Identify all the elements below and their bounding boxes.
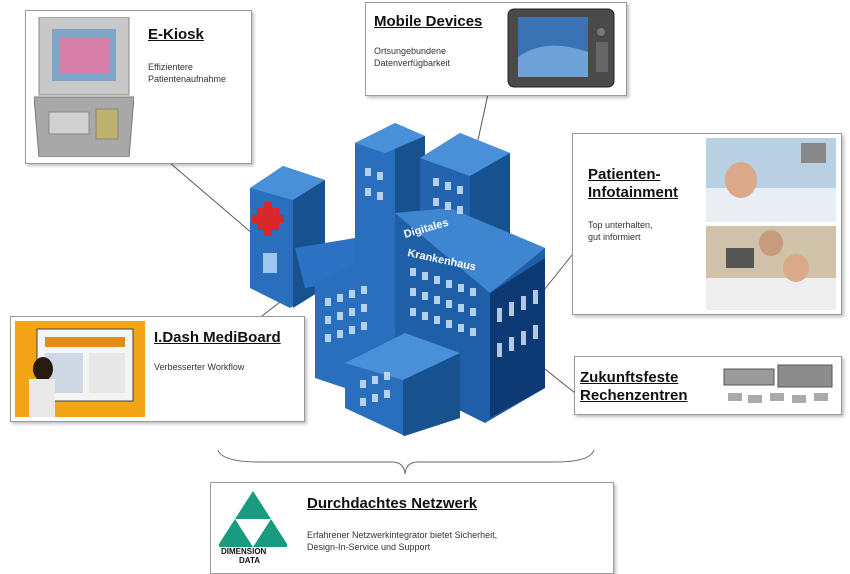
dimension-data-logo [219, 491, 287, 547]
datacenter-title-1: Zukunftsfeste [580, 369, 679, 386]
infotainment-desc-1: Top unterhalten, [588, 220, 653, 230]
mobile-devices-box: Mobile Devices Ortsungebundene Datenverf… [365, 2, 627, 96]
mediboard-box: I.Dash MediBoard Verbesserter Workflow [10, 316, 305, 422]
curly-brace [217, 449, 595, 475]
logo-text-line1: DIMENSION [221, 547, 267, 556]
kiosk-image [34, 17, 134, 157]
network-desc-2: Design-In-Service und Support [307, 542, 431, 552]
ekiosk-desc-1: Effizientere [148, 62, 193, 72]
logo-text-line2: DATA [239, 556, 261, 565]
hospital-building-illustration: Digitales Krankenhaus [250, 123, 545, 436]
infotainment-desc-2: gut informiert [588, 232, 641, 242]
ekiosk-title: E-Kiosk [148, 26, 204, 43]
infotainment-box: Patienten- Infotainment Top unterhalten,… [572, 133, 842, 315]
datacenter-box: Zukunftsfeste Rechenzentren [574, 356, 842, 415]
mobile-desc-2: Datenverfügbarkeit [374, 58, 451, 68]
network-box: DIMENSION DATA Durchdachtes Netzwerk Erf… [210, 482, 614, 574]
mediboard-desc: Verbesserter Workflow [154, 362, 245, 372]
tablet-device-image [507, 8, 615, 88]
mobile-desc-1: Ortsungebundene [374, 46, 447, 56]
ekiosk-desc-2: Patientenaufnahme [148, 74, 227, 84]
infotainment-title-2: Infotainment [588, 184, 678, 201]
patient-photos [706, 138, 836, 310]
network-desc-1: Erfahrener Netzwerkintegrator bietet Sic… [307, 530, 498, 540]
infotainment-title-1: Patienten- [588, 166, 661, 183]
ekiosk-box: E-Kiosk Effizientere Patientenaufnahme [25, 10, 252, 164]
server-hardware-image [723, 364, 833, 403]
mediboard-title: I.Dash MediBoard [154, 329, 281, 346]
network-title: Durchdachtes Netzwerk [307, 495, 478, 512]
mobile-title: Mobile Devices [374, 13, 483, 30]
mediboard-image [15, 321, 145, 417]
datacenter-title-2: Rechenzentren [580, 387, 688, 404]
